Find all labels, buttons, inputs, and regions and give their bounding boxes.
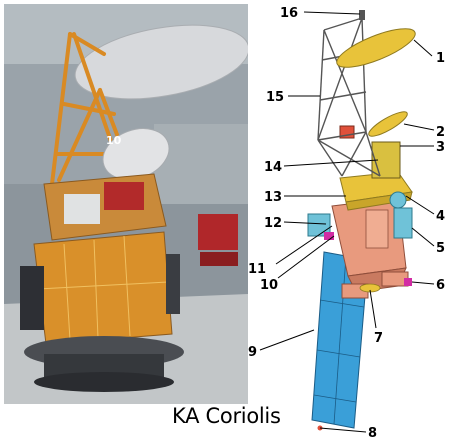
spacecraft-photo-illustration: 10 bbox=[4, 4, 248, 404]
gold-truss bbox=[50, 32, 134, 186]
callout-11: 11 bbox=[248, 262, 266, 277]
callout-6: 6 bbox=[436, 278, 445, 293]
callout-14: 14 bbox=[264, 160, 282, 175]
callout-10: 10 bbox=[260, 278, 278, 293]
antenna-magenta-right bbox=[404, 278, 412, 286]
folded-solar-panel bbox=[20, 266, 44, 330]
photo-marking: 10 bbox=[106, 134, 122, 147]
callout-2: 2 bbox=[436, 125, 445, 140]
callout-4: 4 bbox=[436, 209, 445, 224]
callout-3: 3 bbox=[436, 140, 445, 155]
diagram-caption: KA Coriolis bbox=[172, 404, 281, 428]
leader-lines bbox=[259, 11, 435, 433]
side-box-right bbox=[393, 207, 413, 239]
callout-7: 7 bbox=[374, 331, 383, 346]
spacecraft-photo: 10 bbox=[4, 4, 248, 404]
callout-13: 13 bbox=[264, 190, 282, 205]
callout-15: 15 bbox=[266, 90, 284, 105]
red-cabinet bbox=[198, 214, 238, 250]
callout-8: 8 bbox=[368, 426, 377, 441]
main-reflector bbox=[336, 28, 416, 68]
callout-16: 16 bbox=[280, 6, 298, 21]
truss-structure bbox=[317, 17, 381, 177]
antenna-magenta-left bbox=[324, 232, 334, 240]
callout-1: 1 bbox=[436, 51, 445, 66]
main-reflector-dish bbox=[74, 24, 248, 100]
callout-12: 12 bbox=[264, 216, 282, 231]
red-instrument-box bbox=[104, 182, 144, 210]
spacecraft-diagram: 1 2 3 4 5 6 7 8 9 10 11 12 13 14 15 16 bbox=[248, 6, 445, 441]
callout-5: 5 bbox=[436, 241, 445, 256]
callout-9: 9 bbox=[248, 345, 257, 360]
secondary-reflector bbox=[368, 111, 408, 137]
